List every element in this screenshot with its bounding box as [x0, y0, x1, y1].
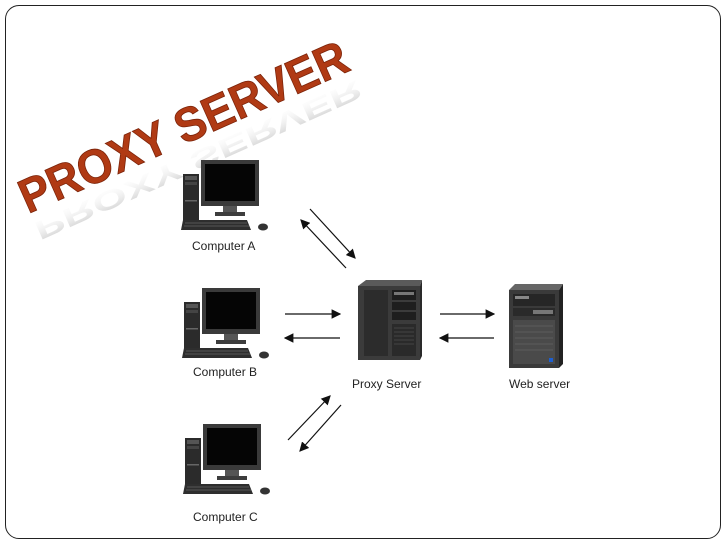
computer-b-label: Computer B: [193, 365, 258, 379]
slide-frame: [5, 5, 721, 539]
proxy-server-label: Proxy Server: [352, 377, 422, 391]
web-server-label: Web server: [509, 377, 571, 391]
arrow-proxy-to-c: [299, 404, 342, 452]
arrow-a-to-proxy: [309, 208, 356, 259]
arrow-proxy-to-a: [300, 219, 347, 269]
arrow-c-to-proxy: [287, 395, 331, 441]
computer-a-label: Computer A: [192, 239, 256, 253]
computer-c-label: Computer C: [193, 510, 258, 524]
